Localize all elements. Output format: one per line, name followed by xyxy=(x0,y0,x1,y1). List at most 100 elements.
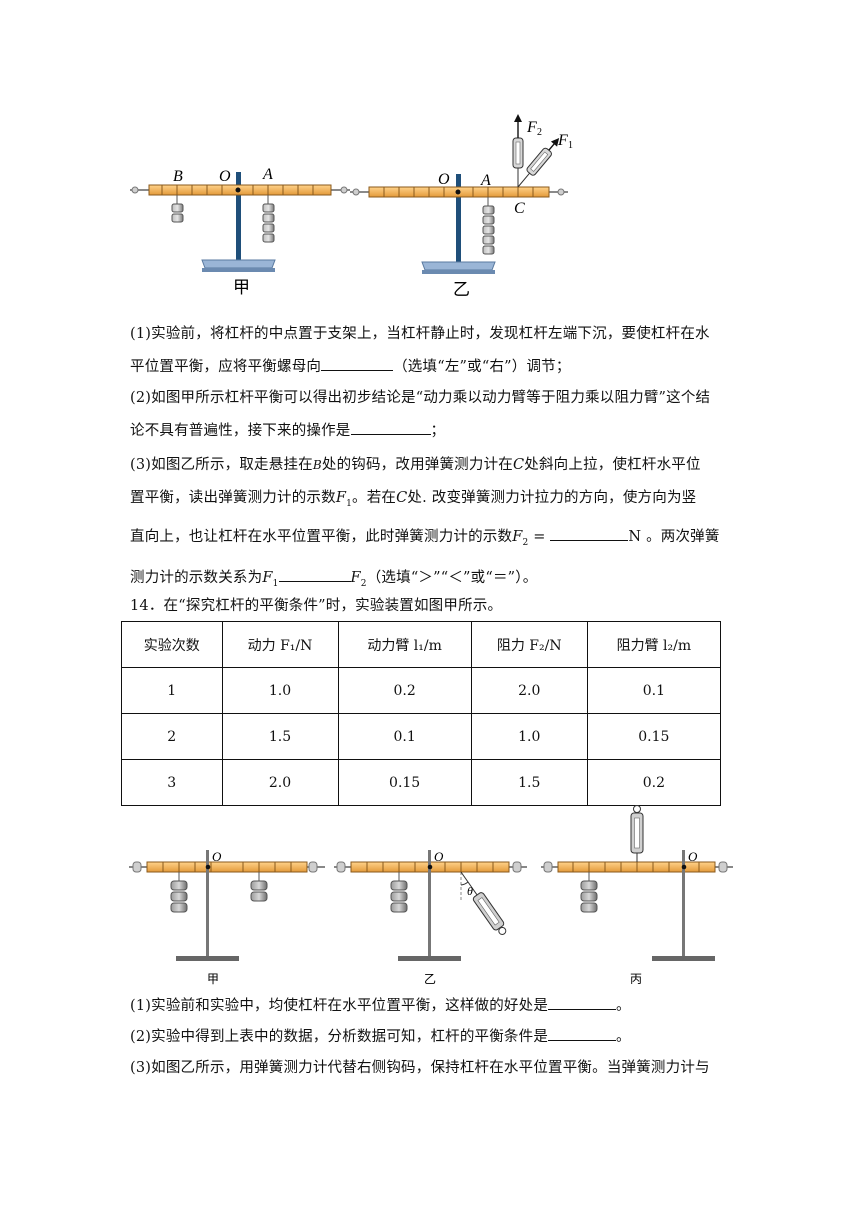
label-o: O xyxy=(434,849,444,864)
answer-blank[interactable] xyxy=(278,567,351,582)
spring-scale-slanted xyxy=(517,137,560,188)
label-f1-sub: 1 xyxy=(568,140,573,151)
stand-base xyxy=(652,956,715,961)
q13-part3: (3)如图乙所示，取走悬挂在B处的钩码，改用弹簧测力计在C处斜向上拉，使杠杆水平… xyxy=(130,457,720,589)
weight xyxy=(390,880,408,891)
weight xyxy=(262,203,275,213)
stand-base xyxy=(398,956,461,961)
lever-bar xyxy=(146,861,308,873)
figure-lever-three: O 甲 θ O 乙 xyxy=(129,805,733,986)
label-c: C xyxy=(514,200,525,217)
caption-yi: 乙 xyxy=(453,280,470,299)
weight xyxy=(482,215,495,225)
apparatus-2-jia: O 甲 xyxy=(129,849,325,986)
q13-part2: (2)如图甲所示杠杆平衡可以得出初步结论是“动力乘以动力臂等于阻力乘以阻力臂”这… xyxy=(130,390,711,439)
stand-pole xyxy=(456,174,461,268)
table-cell: 1.0 xyxy=(221,667,339,714)
table-cell: 2 xyxy=(121,713,223,760)
answer-blank[interactable] xyxy=(550,526,629,541)
pivot-o xyxy=(427,864,433,870)
weight xyxy=(390,902,408,913)
weight xyxy=(171,213,184,223)
q14-title: 14．在“探究杠杆的平衡条件”时，实验装置如图甲所示。 xyxy=(130,598,503,614)
table-cell: 2.0 xyxy=(470,667,588,714)
apparatus-2-yi: θ O 乙 xyxy=(334,849,527,986)
label-f2: F xyxy=(526,119,537,136)
table-header: 动力臂 l₁/m xyxy=(337,621,472,668)
stand-base xyxy=(421,261,496,271)
label-f2-sub: 2 xyxy=(537,127,542,138)
apparatus-jia: B O A 甲 xyxy=(130,166,350,297)
label-o: O xyxy=(219,168,231,185)
weight xyxy=(482,205,495,215)
q14-part3: (3)如图乙所示，用弹簧测力计代替右侧钩码，保持杠杆在水平位置平衡。当弹簧测力计… xyxy=(130,1060,710,1076)
table-cell: 0.1 xyxy=(586,667,722,714)
answer-blank[interactable] xyxy=(350,420,431,435)
stand-pole xyxy=(236,172,241,266)
table-cell: 0.15 xyxy=(337,759,472,806)
stand-pole xyxy=(206,850,209,958)
label-o: O xyxy=(212,849,222,864)
pivot-o xyxy=(205,864,211,870)
q14-part2: (2)实验中得到上表中的数据，分析数据可知，杠杆的平衡条件是。 xyxy=(130,1026,730,1047)
label-b: B xyxy=(173,168,183,185)
weight xyxy=(482,235,495,245)
q14-part1: (1)实验前和实验中，均使杠杆在水平位置平衡，这样做的好处是。 xyxy=(130,995,730,1016)
answer-blank[interactable] xyxy=(321,356,394,371)
data-table: 实验次数 动力 F₁/N 动力臂 l₁/m 阻力 F₂/N 阻力臂 l₂/m 1… xyxy=(121,621,722,806)
table-cell: 3 xyxy=(121,759,223,806)
label-f1: F xyxy=(557,132,568,149)
weight xyxy=(262,213,275,223)
weight xyxy=(580,880,598,891)
caption-yi-2: 乙 xyxy=(424,972,436,986)
label-o: O xyxy=(438,171,450,188)
table-cell: 0.2 xyxy=(337,667,472,714)
table-cell: 0.15 xyxy=(586,713,722,760)
weight xyxy=(250,891,268,902)
stand-base xyxy=(176,956,239,961)
answer-blank[interactable] xyxy=(548,995,617,1010)
spring-scale-vertical xyxy=(512,114,524,187)
table-cell: 1.0 xyxy=(470,713,588,760)
table-header: 实验次数 xyxy=(121,621,223,668)
table-header: 动力 F₁/N xyxy=(221,621,339,668)
weight xyxy=(580,891,598,902)
weight xyxy=(170,902,188,913)
q13-part1: (1)实验前，将杠杆的中点置于支架上，当杠杆静止时，发现杠杆左端下沉，要使杠杆在… xyxy=(130,326,710,375)
spring-scale-upright xyxy=(630,805,644,862)
label-theta: θ xyxy=(467,884,473,898)
weight xyxy=(171,203,184,213)
pivot-o xyxy=(681,864,687,870)
weight xyxy=(250,880,268,891)
table-row: 3 2.0 0.15 1.5 0.2 xyxy=(121,759,722,806)
spring-scale-tilted xyxy=(460,871,507,935)
stand-pole xyxy=(428,850,431,958)
table-header: 阻力 F₂/N xyxy=(470,621,588,668)
label-a: A xyxy=(262,166,273,183)
table-row: 1 1.0 0.2 2.0 0.1 xyxy=(121,667,722,714)
caption-jia-2: 甲 xyxy=(207,972,219,986)
weight xyxy=(170,880,188,891)
caption-jia: 甲 xyxy=(233,278,250,297)
table-header: 阻力臂 l₂/m xyxy=(586,621,722,668)
answer-blank[interactable] xyxy=(548,1026,617,1041)
weight xyxy=(262,223,275,233)
caption-bing-2: 丙 xyxy=(630,972,642,986)
label-o: O xyxy=(688,849,698,864)
label-a: A xyxy=(480,172,491,189)
table-cell: 0.1 xyxy=(337,713,472,760)
apparatus-yi: O A C F 2 F 1 乙 xyxy=(350,114,573,299)
table-cell: 1.5 xyxy=(221,713,339,760)
pivot-o xyxy=(235,187,241,193)
figure-lever-jia-yi: B O A 甲 xyxy=(130,114,573,299)
table-row: 2 1.5 0.1 1.0 0.15 xyxy=(121,713,722,760)
stand-pole xyxy=(682,850,685,958)
apparatus-2-bing: O 丙 xyxy=(541,805,733,986)
table-cell: 1.5 xyxy=(470,759,588,806)
table-header-row: 实验次数 动力 F₁/N 动力臂 l₁/m 阻力 F₂/N 阻力臂 l₂/m xyxy=(121,621,722,668)
weight xyxy=(262,233,275,243)
weight xyxy=(390,891,408,902)
weight xyxy=(482,225,495,235)
weight xyxy=(580,902,598,913)
weight xyxy=(482,245,495,255)
